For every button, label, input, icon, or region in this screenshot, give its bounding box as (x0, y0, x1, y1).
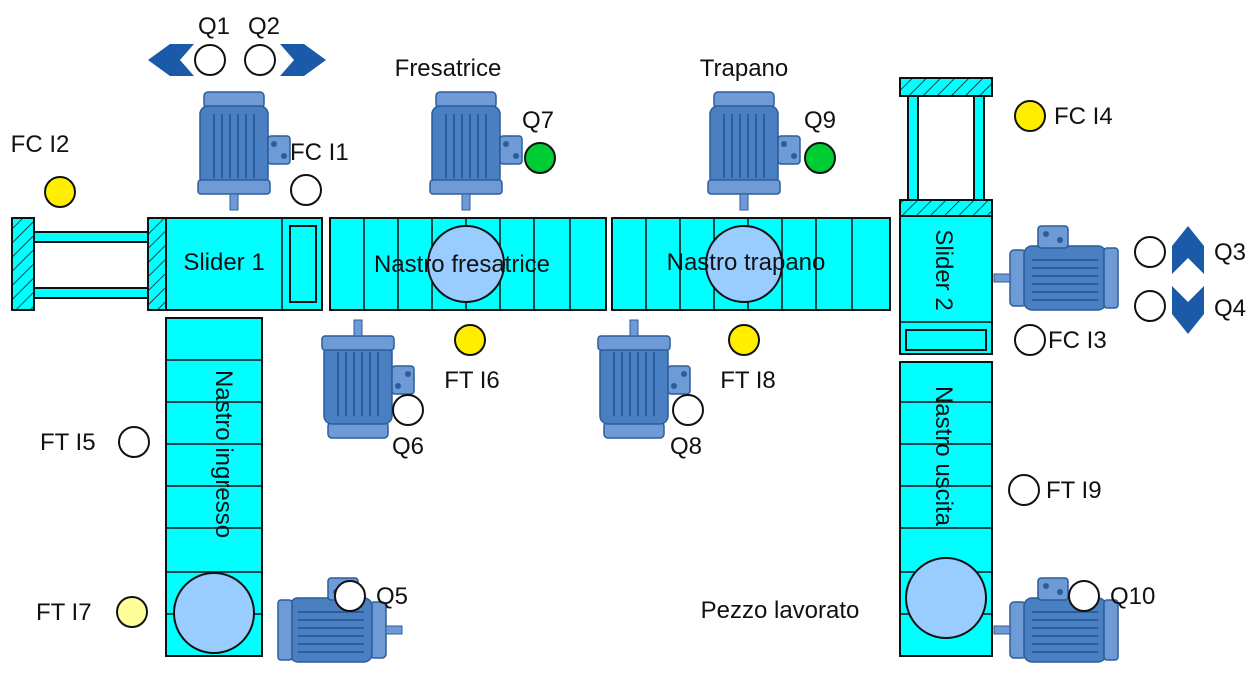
nastro-ingresso-label: Nastro ingresso (210, 370, 237, 538)
sensor-fc-i1[interactable]: FC I1 (290, 139, 349, 206)
lamp-q5-label: Q5 (376, 583, 408, 610)
sensor-ft-i9[interactable]: FT I9 (1008, 474, 1102, 506)
lamp-q3-label: Q3 (1214, 239, 1246, 266)
sensor-ft-i7-label: FT I7 (36, 599, 92, 626)
sensor-ft-i9-label: FT I9 (1046, 477, 1102, 504)
nastro-uscita-label: Nastro uscita (930, 386, 957, 527)
sensor-ft-i7[interactable]: FT I7 (36, 596, 148, 628)
lamp-q8-label: Q8 (670, 433, 702, 460)
nastro-uscita: Nastro uscita (899, 361, 993, 657)
nastro-fresatrice: Nastro fresatrice (329, 217, 607, 311)
lamp-q1-label: Q1 (198, 13, 230, 40)
lamp-q8[interactable]: Q8 (670, 394, 704, 460)
pezzo-lavorato-label: Pezzo lavorato (701, 597, 860, 624)
motor-trapano-icon (707, 91, 801, 211)
lamp-q10-label: Q10 (1110, 583, 1155, 610)
sensor-ft-i8[interactable]: FT I8 (720, 324, 776, 394)
slider-2-label: Slider 2 (930, 229, 957, 310)
motor-nastro-uscita-icon (993, 577, 1119, 663)
lamp-q4-label: Q4 (1214, 295, 1246, 322)
sensor-ft-i8-label: FT I8 (720, 367, 776, 394)
nastro-ingresso: Nastro ingresso (165, 317, 263, 657)
sensor-fc-i3-label: FC I3 (1048, 327, 1107, 354)
roller-uscita (905, 557, 987, 639)
sensor-ft-i6-label: FT I6 (444, 367, 500, 394)
roller-ingresso (173, 572, 255, 654)
arrow-up-icon (1172, 226, 1204, 274)
motor-slider-1-icon (197, 91, 291, 211)
arrow-left-icon (148, 44, 194, 76)
lamp-q2-label: Q2 (248, 13, 280, 40)
lamp-q1[interactable]: Q1 (194, 13, 230, 76)
slider-1-cylinder (11, 217, 167, 311)
roller-trapano (705, 225, 783, 303)
slider-1: Slider 1 (165, 217, 323, 311)
lamp-q3[interactable]: Q3 (1134, 236, 1246, 268)
arrow-right-icon (280, 44, 326, 76)
fresatrice-label: Fresatrice (395, 55, 502, 82)
lamp-q6-label: Q6 (392, 433, 424, 460)
sensor-fc-i2[interactable]: FC I2 (11, 131, 76, 208)
sensor-fc-i4-label: FC I4 (1054, 103, 1113, 130)
slider-2-cylinder (899, 77, 993, 217)
sensor-fc-i2-label: FC I2 (11, 131, 70, 158)
lamp-q5[interactable]: Q5 (334, 580, 408, 612)
motor-slider-2-icon (993, 225, 1119, 311)
slider-2: Slider 2 (899, 215, 993, 355)
lamp-q9-label: Q9 (804, 107, 836, 134)
lamp-q2[interactable]: Q2 (244, 13, 280, 76)
lamp-q10[interactable]: Q10 (1068, 580, 1155, 612)
lamp-q7[interactable]: Q7 (522, 107, 556, 174)
lamp-q7-label: Q7 (522, 107, 554, 134)
sensor-fc-i3[interactable]: FC I3 (1014, 324, 1107, 356)
nastro-fresatrice-label: Nastro fresatrice (374, 251, 550, 278)
nastro-trapano: Nastro trapano (611, 217, 891, 311)
roller-fresatrice (427, 225, 505, 303)
trapano-label: Trapano (700, 55, 789, 82)
arrow-down-icon (1172, 286, 1204, 334)
nastro-trapano-label: Nastro trapano (667, 249, 826, 276)
lamp-q6[interactable]: Q6 (392, 394, 424, 460)
motor-fresatrice-icon (429, 91, 523, 211)
slider-1-label: Slider 1 (183, 249, 264, 276)
lamp-q9[interactable]: Q9 (804, 107, 836, 174)
lamp-q4[interactable]: Q4 (1134, 290, 1246, 322)
sensor-ft-i5-label: FT I5 (40, 429, 96, 456)
sensor-fc-i4[interactable]: FC I4 (1014, 100, 1113, 132)
sensor-fc-i1-label: FC I1 (290, 139, 349, 166)
sensor-ft-i5[interactable]: FT I5 (40, 426, 150, 458)
sensor-ft-i6[interactable]: FT I6 (444, 324, 500, 394)
